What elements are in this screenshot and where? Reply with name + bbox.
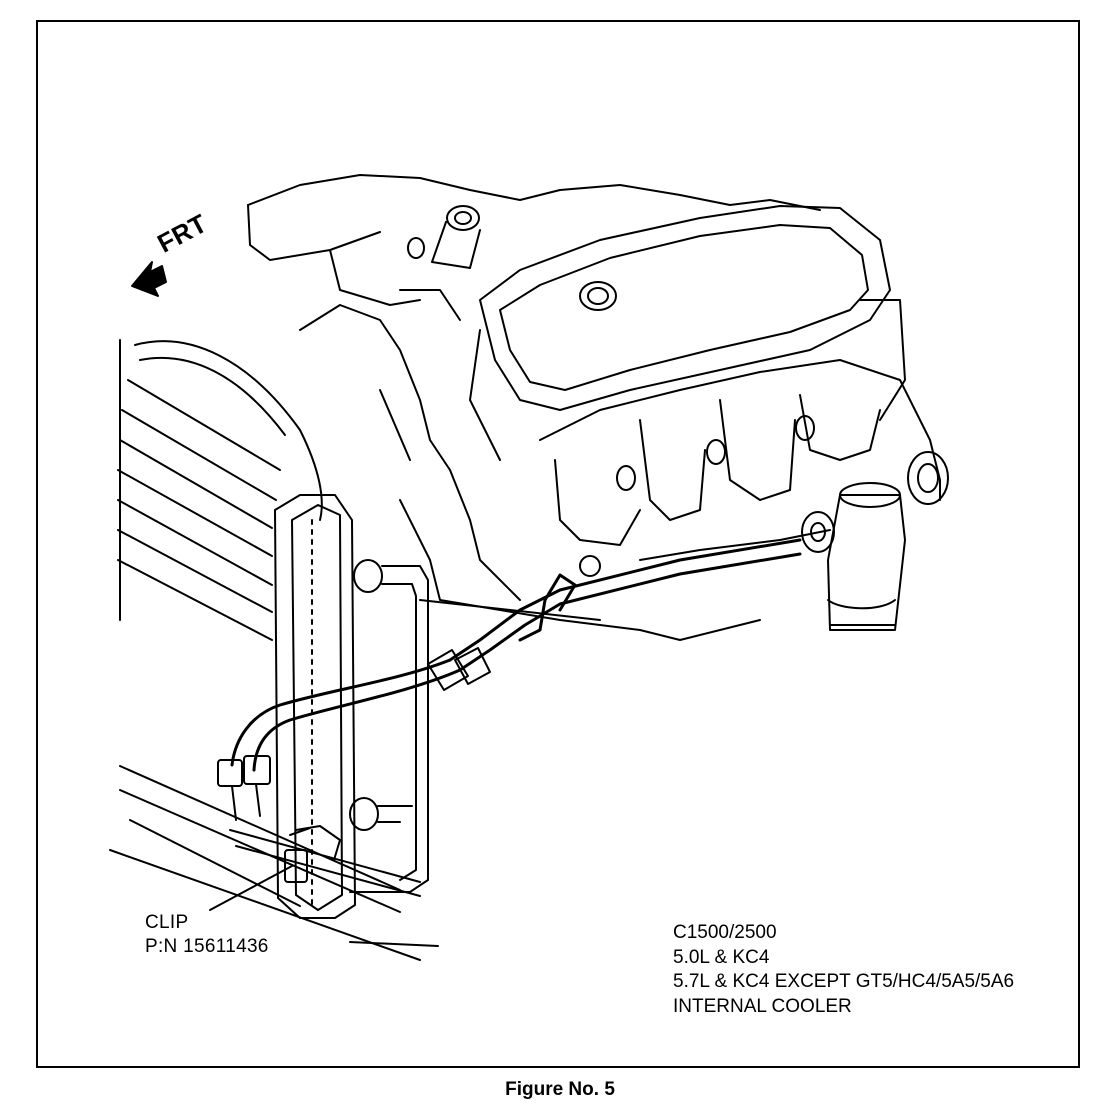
exhaust-manifold (539, 359, 949, 577)
upper-fitting (399, 205, 481, 321)
note-line-3: 5.7L & KC4 EXCEPT GT5/HC4/5A5/5A6 (673, 971, 1015, 992)
note-line-2: 5.0L & KC4 (673, 946, 770, 968)
flywheel-housing (117, 339, 323, 641)
line-fittings (217, 647, 491, 821)
front-arrow-icon (131, 261, 167, 297)
cooler-lines (230, 538, 802, 772)
application-note: C1500/2500 5.0L & KC4 5.7L & KC4 EXCEPT … (673, 921, 1014, 1019)
engine-block (247, 174, 831, 641)
clip-label: CLIP (145, 912, 189, 933)
clip-part-number: P:N 15611436 (145, 936, 269, 957)
note-line-1: C1500/2500 (673, 922, 777, 943)
clip-callout: CLIP P:N 15611436 (145, 911, 269, 959)
valve-cover (469, 205, 906, 461)
oil-filter (801, 482, 906, 631)
clip-leader-line (209, 865, 293, 911)
radiator-support (109, 765, 439, 961)
note-line-4: INTERNAL COOLER (673, 995, 852, 1017)
figure-caption: Figure No. 5 (505, 1079, 615, 1100)
figure-border (36, 20, 1080, 1068)
oil-cooler (274, 494, 429, 919)
